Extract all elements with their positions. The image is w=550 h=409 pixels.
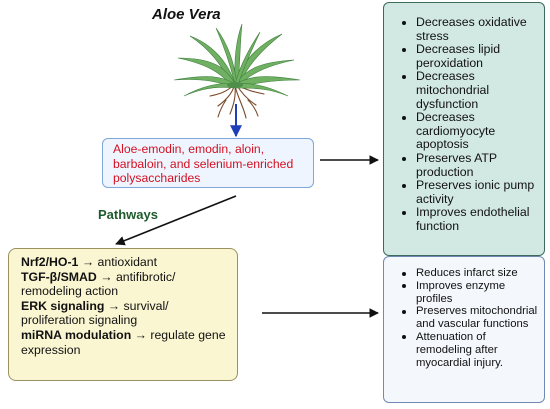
cellular-effects-box: Decreases oxidative stress Decreases lip… [383, 2, 545, 256]
aloe-vera-plant-icon [173, 23, 301, 119]
pathways-box: Nrf2/HO-1 → antioxidant TGF-β/SMAD → ant… [8, 248, 238, 381]
plant-title: Aloe Vera [152, 6, 221, 23]
list-item: Improves endothelial function [402, 205, 538, 233]
active-compounds-box: Aloe-emodin, emodin, aloin, barbaloin, a… [102, 138, 314, 188]
list-item: Preserves ionic pump activity [402, 178, 538, 206]
list-item: Decreases cardiomyocyte apoptosis [402, 110, 538, 152]
pathway-arrow: → [134, 327, 147, 342]
pathway-effect: antioxidant [97, 255, 158, 269]
cardiac-outcomes-box: Reduces infarct size Improves enzyme pro… [383, 256, 545, 403]
cardiac-outcomes-list: Reduces infarct size Improves enzyme pro… [384, 267, 538, 369]
list-item: Decreases mitochondrial dysfunction [402, 70, 538, 111]
pathway-arrow: → [107, 298, 121, 313]
list-item: Preserves ATP production [402, 151, 538, 179]
cellular-effects-list: Decreases oxidative stress Decreases lip… [384, 15, 538, 234]
pathway-item-erk: ERK signaling → survival/ proliferation … [21, 299, 229, 328]
pathway-name: ERK signaling [21, 298, 105, 313]
list-item: Decreases lipid peroxidation [402, 42, 538, 70]
active-compounds-text: Aloe-emodin, emodin, aloin, barbaloin, a… [113, 142, 294, 185]
list-item: Improves enzyme profiles [402, 280, 538, 306]
list-item: Decreases oxidative stress [402, 15, 538, 43]
pathway-name: Nrf2/HO-1 [21, 255, 79, 269]
pathway-arrow: → [81, 255, 95, 269]
pathway-item-nrf2: Nrf2/HO-1 → antioxidant [21, 255, 229, 270]
list-item: Preserves mitochondrial and vascular fun… [402, 305, 538, 331]
pathways-label: Pathways [98, 207, 158, 222]
pathway-effect: antifibrotic/ remodeling action [21, 269, 176, 299]
pathway-item-tgf-beta: TGF-β/SMAD → antifibrotic/ remodeling ac… [21, 270, 229, 299]
pathway-effect: regulate gene expression [21, 327, 226, 357]
pathway-item-mirna: miRNA modulation → regulate gene express… [21, 328, 229, 357]
pathway-effect: survival/ proliferation signaling [21, 298, 169, 328]
pathway-name: miRNA modulation [21, 327, 132, 342]
pathway-name: TGF-β/SMAD [21, 269, 97, 284]
pathway-arrow: → [100, 269, 113, 284]
list-item: Reduces infarct size [402, 267, 538, 280]
list-item: Attenuation of remodeling after myocardi… [402, 331, 538, 369]
